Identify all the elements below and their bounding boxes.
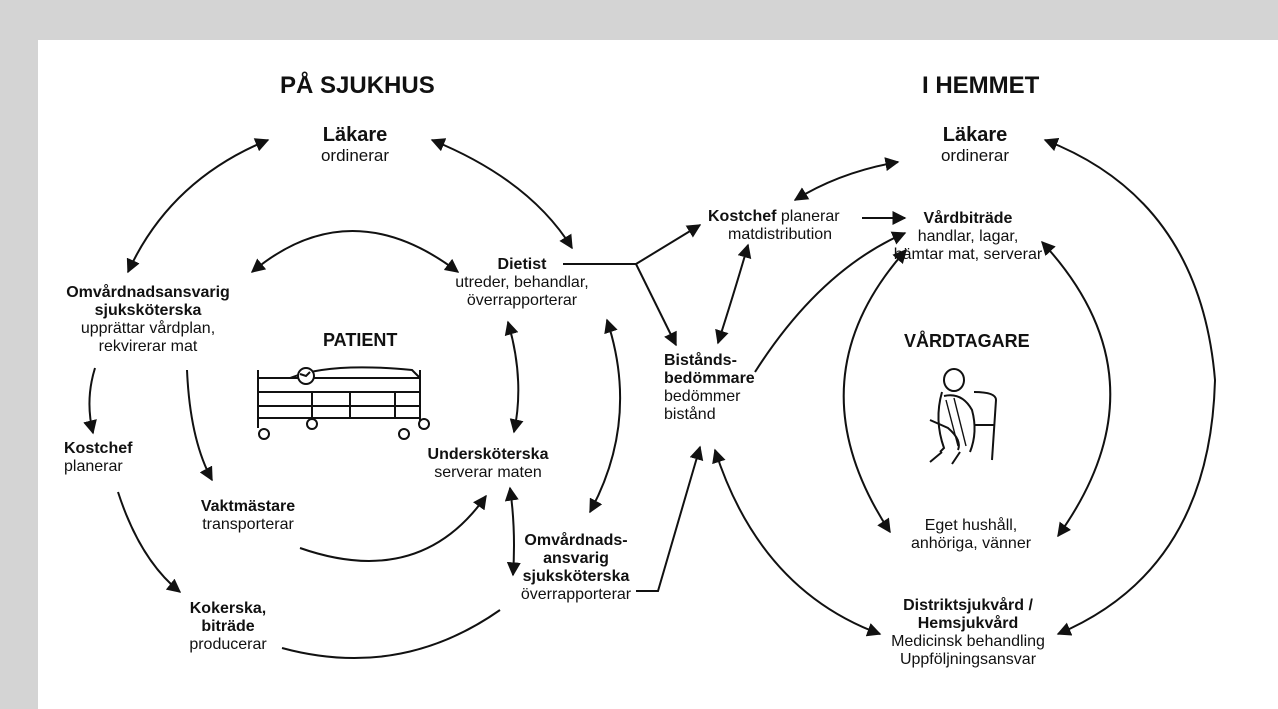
section-home-heading: I HEMMET [922,72,1040,99]
home-kostchef-node: Kostchef planerar matdistribution [708,208,840,244]
home-vardbitrade-title: Vårdbiträde [923,210,1013,227]
arrow-omv2-dietist [589,318,622,514]
home-bistand-line2: bistånd [664,405,716,423]
arrow-dietist-under [504,320,524,434]
hospital-omv-node: Omvårdnadsansvarig sjuksköterska upprätt… [62,284,234,356]
home-kostchef-line2: matdistribution [728,225,833,243]
hospital-dietist-title: Dietist [497,256,547,273]
hospital-underskoterska-action: serverar maten [434,463,542,481]
arrow-bistand-vardbitrade [754,231,907,373]
home-distrikt-title2: Hemsjukvård [917,614,1019,632]
vardtagare-label: VÅRDTAGARE [904,331,1030,351]
hospital-dietist-node: Dietist utreder, behandlar, överrapporte… [452,256,592,310]
hospital-omv-title1: Omvårdnadsansvarig [66,284,230,301]
hospital-omv2-title2: ansvarig [543,549,609,567]
hospital-omv-title2: sjuksköterska [94,301,202,319]
arrow-lakare-distrikt [1043,138,1217,636]
arrow-lakare-omv [126,138,270,274]
home-bistand-node: Bistånds- bedömmare bedömmer bistånd [664,352,755,424]
hospital-lakare-node: Läkare ordinerar [310,124,400,165]
seated-person-icon [929,368,998,465]
home-kostchef-inline: planerar [776,208,840,225]
home-eget-line1: Eget hushåll, [924,517,1018,534]
arrow-dietist-kostchef [635,224,702,265]
home-bistand-line1: bedömmer [664,387,741,405]
hospital-omv2-node: Omvårdnads- ansvarig sjuksköterska överr… [510,532,642,604]
home-eget-line2: anhöriga, vänner [910,534,1032,552]
hospital-kostchef-title: Kostchef [64,440,133,457]
hospital-lakare-title: Läkare [322,124,388,146]
arrow-omv-vaktmastare [186,369,213,482]
hospital-omv2-title3: sjuksköterska [522,567,630,585]
home-kostchef-title: Kostchef [708,208,777,225]
arrow-bistand-distrikt [712,448,882,637]
hospital-bed-icon [257,366,430,440]
arrow-omv-kostchef [83,367,97,435]
home-distrikt-line1: Medicinsk behandling [891,632,1045,650]
hospital-kostchef-node: Kostchef planerar [64,440,132,476]
arrow-vaktmastare-under [299,494,487,562]
home-lakare-title: Läkare [942,124,1008,146]
hospital-kokerska-title1: Kokerska, [189,600,267,617]
arrow-dietist-bistand [635,263,677,347]
home-vardbitrade-node: Vårdbiträde handlar, lagar, hämtar mat, … [880,210,1056,264]
home-lakare-action: ordinerar [940,146,1010,166]
hospital-omv-line2: rekvirerar mat [98,337,198,355]
arrow-lakare-kostchef [793,157,900,201]
hospital-omv2-title1: Omvårdnads- [524,532,628,549]
arrow-kostchef-kokerska [117,491,182,593]
arrow-under-omv2 [504,486,521,577]
hospital-kokerska-node: Kokerska, biträde producerar [178,600,278,654]
hospital-dietist-line1: utreder, behandlar, [455,273,589,291]
hospital-dietist-line2: överrapporterar [466,291,578,309]
hospital-underskoterska-node: Undersköterska serverar maten [420,446,556,482]
home-distrikt-line2: Uppföljningsansvar [899,650,1037,668]
hospital-omv2-action: överrapporterar [520,585,632,603]
home-vardbitrade-line2: hämtar mat, serverar [893,245,1043,263]
home-bistand-title2: bedömmare [664,369,755,387]
hospital-kokerska-title2: biträde [201,617,255,635]
patient-label: PATIENT [323,330,398,350]
home-lakare-node: Läkare ordinerar [920,124,1030,165]
home-bistand-title1: Bistånds- [664,352,737,369]
hospital-vaktmastare-node: Vaktmästare transporterar [192,498,304,534]
hospital-omv-line1: upprättar vårdplan, [80,319,216,337]
hospital-kokerska-action: producerar [189,635,267,653]
arrow-omv2-bistand [636,445,704,592]
hospital-lakare-action: ordinerar [320,146,390,166]
arrow-kokerska-omv2 [281,609,501,660]
hospital-underskoterska-title: Undersköterska [427,446,549,463]
hospital-kostchef-action: planerar [64,457,123,475]
home-distrikt-title1: Distriktsjukvård / [903,597,1033,614]
arrow-vardbitrade-eget-right [1041,240,1112,538]
section-hospital-heading: PÅ SJUKHUS [280,72,435,99]
hospital-vaktmastare-action: transporterar [202,515,294,533]
home-eget-node: Eget hushåll, anhöriga, vänner [896,517,1046,553]
hospital-vaktmastare-title: Vaktmästare [200,498,296,515]
home-vardbitrade-line1: handlar, lagar, [917,227,1019,245]
arrow-lakare-dietist [430,138,573,250]
arrow-vardbitrade-eget-left [842,248,907,534]
arrow-inner-omv-dietist [250,230,460,273]
arrow-kostchef-bistand [715,243,752,345]
home-distrikt-node: Distriktsjukvård / Hemsjukvård Medicinsk… [864,597,1072,669]
